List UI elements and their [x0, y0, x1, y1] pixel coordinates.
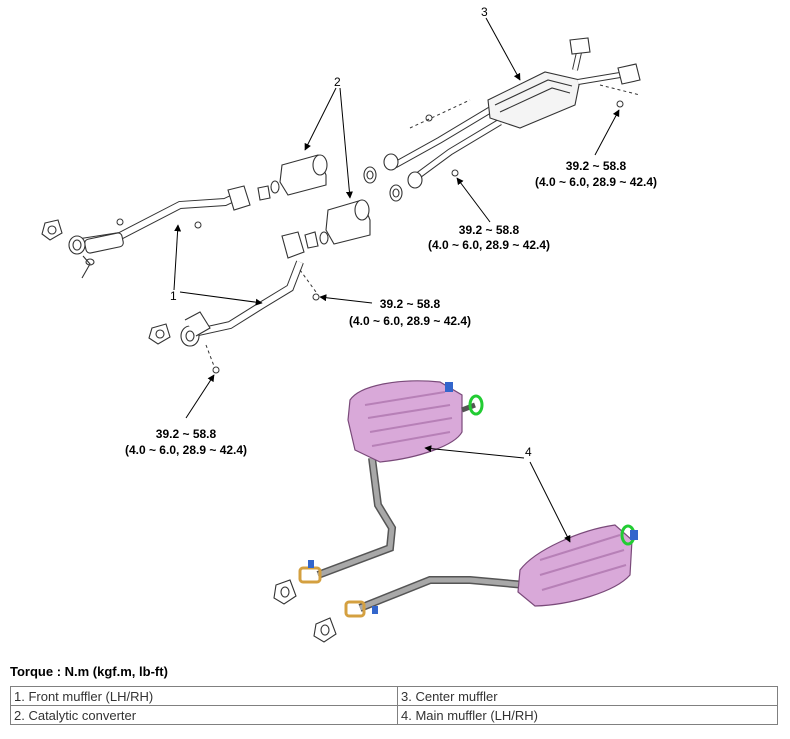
- leader-lines: [173, 17, 620, 543]
- torque-spec-nm: 39.2 ~ 58.8: [380, 297, 441, 311]
- nut: [194, 221, 202, 229]
- callout-4: 4: [525, 445, 532, 459]
- front-muffler-upper: [68, 185, 251, 279]
- table-row: 2. Catalytic converter 4. Main muffler (…: [10, 705, 778, 725]
- nut: [616, 100, 624, 108]
- torque-spec-alt: (4.0 ~ 6.0, 28.9 ~ 42.4): [535, 175, 657, 189]
- table-row: 1. Front muffler (LH/RH) 3. Center muffl…: [10, 686, 778, 706]
- legend-item-4: 4. Main muffler (LH/RH): [397, 705, 778, 725]
- gasket-main: [273, 579, 337, 643]
- catalytic-converter-lower: [304, 199, 371, 249]
- main-muffler-lower: [344, 524, 638, 618]
- gasket-lower-left: [148, 323, 171, 345]
- front-muffler-lower: [180, 231, 305, 347]
- catalytic-converter-upper: [257, 154, 328, 201]
- torque-spec-alt: (4.0 ~ 6.0, 28.9 ~ 42.4): [349, 314, 471, 328]
- parts-legend-table: 1. Front muffler (LH/RH) 3. Center muffl…: [10, 686, 778, 725]
- nut: [212, 366, 220, 374]
- legend-item-2: 2. Catalytic converter: [10, 705, 398, 725]
- main-muffler-upper: [298, 380, 484, 584]
- torque-units-title: Torque : N.m (kgf.m, lb-ft): [10, 664, 168, 679]
- center-muffler: [383, 37, 641, 189]
- exhaust-system-diagram: 1 2 3 4 39.2 ~ 58.8 (4.0 ~ 6.0, 28.9 ~ 4…: [41, 5, 657, 643]
- nut: [116, 218, 124, 226]
- torque-spec-alt: (4.0 ~ 6.0, 28.9 ~ 42.4): [125, 443, 247, 457]
- torque-spec-nm: 39.2 ~ 58.8: [566, 159, 627, 173]
- gasket-left: [41, 219, 63, 241]
- legend-item-1: 1. Front muffler (LH/RH): [10, 686, 398, 706]
- torque-spec-nm: 39.2 ~ 58.8: [156, 427, 217, 441]
- callout-3: 3: [481, 5, 488, 19]
- gasket-center: [363, 166, 403, 202]
- callout-2: 2: [334, 75, 341, 89]
- nut: [451, 169, 459, 177]
- torque-spec-nm: 39.2 ~ 58.8: [459, 223, 520, 237]
- torque-spec-alt: (4.0 ~ 6.0, 28.9 ~ 42.4): [428, 238, 550, 252]
- nut: [312, 293, 320, 301]
- callout-1: 1: [170, 289, 177, 303]
- legend-item-3: 3. Center muffler: [397, 686, 778, 706]
